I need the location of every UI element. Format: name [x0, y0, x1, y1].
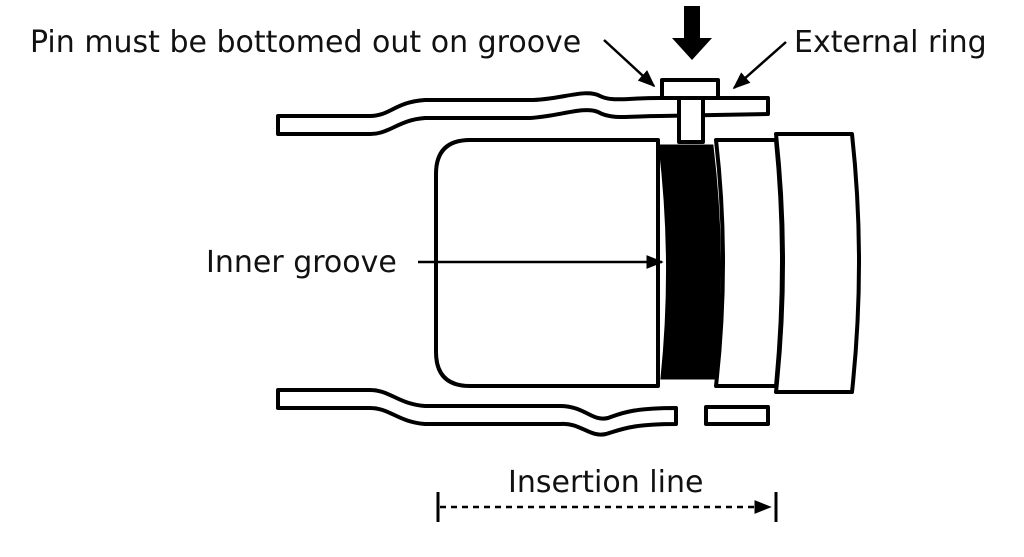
ring-leader-arrow — [732, 41, 787, 90]
groove-label: Inner groove — [206, 245, 397, 280]
fitting-ring-inner — [714, 138, 784, 388]
ring-label: External ring — [794, 25, 987, 60]
fitting-ring-outer — [774, 132, 861, 394]
pin-head — [660, 78, 720, 100]
pin-leader-arrow — [603, 39, 656, 88]
inner-groove — [658, 144, 722, 380]
bottom-clamp-band — [276, 388, 678, 437]
pin-label: Pin must be bottomed out on groove — [30, 25, 581, 60]
top-clamp-band — [276, 91, 770, 136]
bottom-clamp-tab — [704, 405, 770, 426]
press-down-arrow — [672, 6, 712, 60]
insertion-label: Insertion line — [508, 465, 703, 500]
